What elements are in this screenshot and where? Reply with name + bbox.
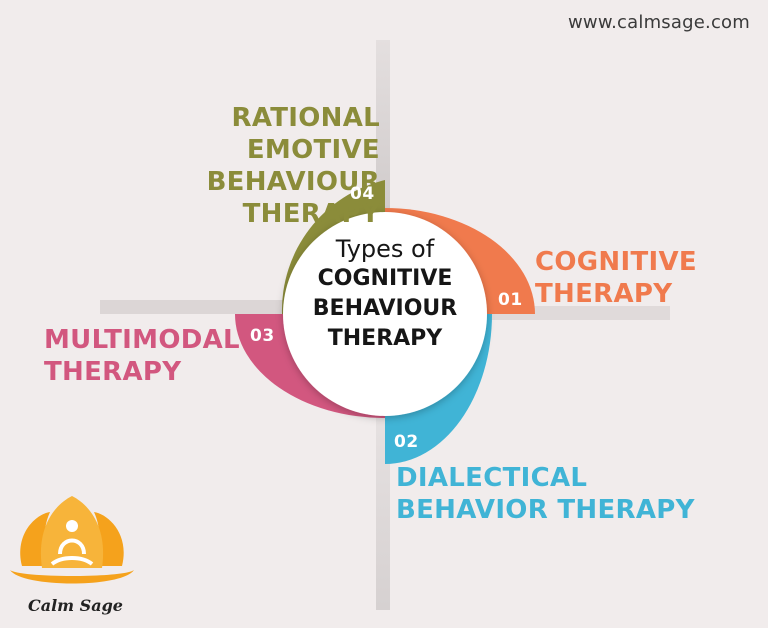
label-line: BEHAVIOUR THERAPY: [206, 167, 380, 229]
segment-number-04: 04: [350, 184, 375, 204]
label-cognitive-therapy: COGNITIVE THERAPY: [535, 246, 697, 310]
label-line: MULTIMODAL: [44, 325, 240, 355]
label-line: BEHAVIOR THERAPY: [396, 495, 695, 525]
center-title-line: BEHAVIOUR: [312, 296, 458, 321]
label-line: THERAPY: [535, 279, 673, 309]
label-line: COGNITIVE: [535, 247, 697, 277]
center-title-line: THERAPY: [327, 326, 443, 351]
segment-number-03: 03: [250, 326, 275, 346]
label-line: DIALECTICAL: [396, 463, 588, 493]
divider-top: [376, 40, 390, 220]
brand-name: Calm Sage: [28, 596, 123, 615]
label-multimodal-therapy: MULTIMODAL THERAPY: [44, 324, 240, 388]
center-title: Types of COGNITIVE BEHAVIOUR THERAPY: [300, 235, 470, 354]
website-url[interactable]: www.calmsage.com: [568, 12, 750, 33]
label-line: THERAPY: [44, 357, 182, 387]
segment-number-01: 01: [498, 290, 523, 310]
center-circle: [283, 212, 487, 416]
label-rational-emotive-behaviour-therapy: RATIONAL EMOTIVE BEHAVIOUR THERAPY: [100, 102, 380, 230]
lotus-meditation-icon: [10, 496, 134, 584]
center-title-line: COGNITIVE: [317, 266, 453, 291]
divider-left: [100, 300, 300, 314]
segment-number-02: 02: [394, 432, 419, 452]
label-line: RATIONAL EMOTIVE: [231, 103, 380, 165]
center-title-line: Types of: [335, 235, 435, 263]
label-dialectical-behavior-therapy: DIALECTICAL BEHAVIOR THERAPY: [396, 462, 695, 526]
